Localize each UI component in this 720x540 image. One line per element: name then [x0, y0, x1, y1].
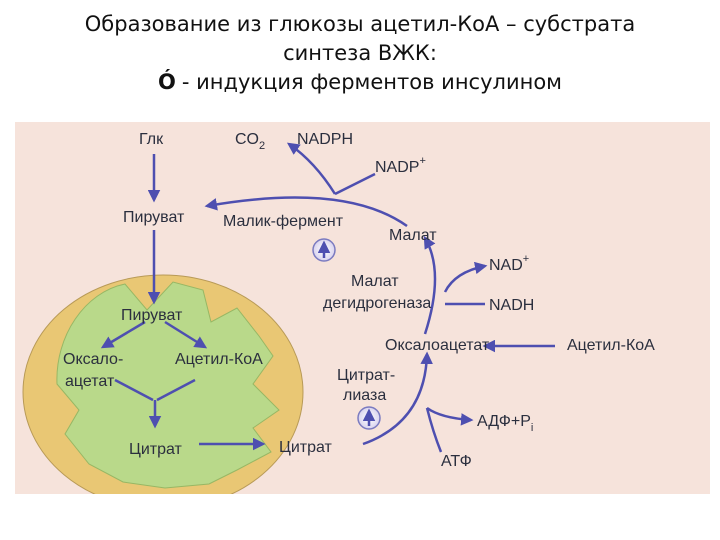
label-malik-ferment: Малик-фермент — [223, 213, 344, 230]
label-atf: АТФ — [441, 453, 472, 470]
arrow-to-adf — [426, 406, 474, 426]
arrow-malat-to-piruvat — [204, 196, 408, 228]
label-nadh: NADH — [489, 297, 534, 314]
label-nad: NAD+ — [489, 253, 529, 274]
arrow-oksalo-to-center — [114, 378, 154, 402]
arrow-to-co2-nadph — [286, 142, 337, 195]
label-malat: Малат — [389, 227, 437, 244]
label-acetil-mito: Ацетил-КоА — [175, 351, 263, 368]
metabolic-pathway-diagram: Глк CO2 NADPH NADP+ Пируват Малик-фермен… — [15, 122, 710, 494]
label-malat-dh-1: Малат — [351, 273, 399, 290]
label-citrat-mito: Цитрат — [129, 441, 183, 458]
induction-markers — [312, 238, 381, 430]
arrow-oksaloacetat-to-malat — [423, 235, 437, 335]
arrow-nad-out — [443, 261, 488, 293]
label-co2: CO2 — [235, 131, 265, 152]
arrow-piruvat-to-acetil — [164, 320, 208, 349]
arrow-citrat-to-oksaloacetat — [362, 351, 433, 446]
diagram-labels: Глк CO2 NADPH NADP+ Пируват Малик-фермен… — [63, 131, 655, 470]
title-line-1: Образование из глюкозы ацетил-КоА – субс… — [84, 12, 636, 36]
label-oksalo-2: ацетат — [65, 373, 115, 390]
label-acetil-right: Ацетил-КоА — [567, 337, 655, 354]
slide-title: Образование из глюкозы ацетил-КоА – субс… — [0, 10, 720, 97]
label-citrat-liaza-2: лиаза — [343, 387, 386, 404]
mitochondrion — [22, 274, 304, 494]
label-malat-dh-2: дегидрогеназа — [323, 295, 431, 312]
label-glk: Глк — [139, 131, 164, 148]
induction-arrow-icon: Ó — [157, 70, 176, 94]
induction-marker-citrat-liaza — [357, 406, 381, 430]
arrow-nadp-in — [334, 172, 376, 196]
arrow-acetil-to-center — [156, 378, 196, 402]
title-line-2: синтеза ВЖК: — [283, 41, 437, 65]
label-citrat-liaza-1: Цитрат- — [337, 367, 395, 384]
label-nadph: NADPH — [297, 131, 353, 148]
label-adf-pi: АДФ+Pi — [477, 413, 533, 434]
label-piruvat-top: Пируват — [123, 209, 185, 226]
pathway-arrows — [100, 142, 555, 453]
title-line-3: Ó- индукция ферментов инсулином — [0, 68, 720, 97]
arrow-piruvat-to-oksalo — [100, 320, 146, 349]
title-line-3-text: - индукция ферментов инсулином — [181, 70, 563, 94]
label-nadp: NADP+ — [375, 155, 426, 176]
label-oksalo-1: Оксало- — [63, 351, 123, 368]
mitochondrion-matrix — [56, 281, 280, 489]
label-citrat-out: Цитрат — [279, 439, 333, 456]
arrow-atf-in — [425, 407, 443, 453]
induction-marker-malik — [312, 238, 336, 262]
label-piruvat-mito: Пируват — [121, 307, 183, 324]
label-oksaloacetat: Оксалоацетат — [385, 337, 490, 354]
